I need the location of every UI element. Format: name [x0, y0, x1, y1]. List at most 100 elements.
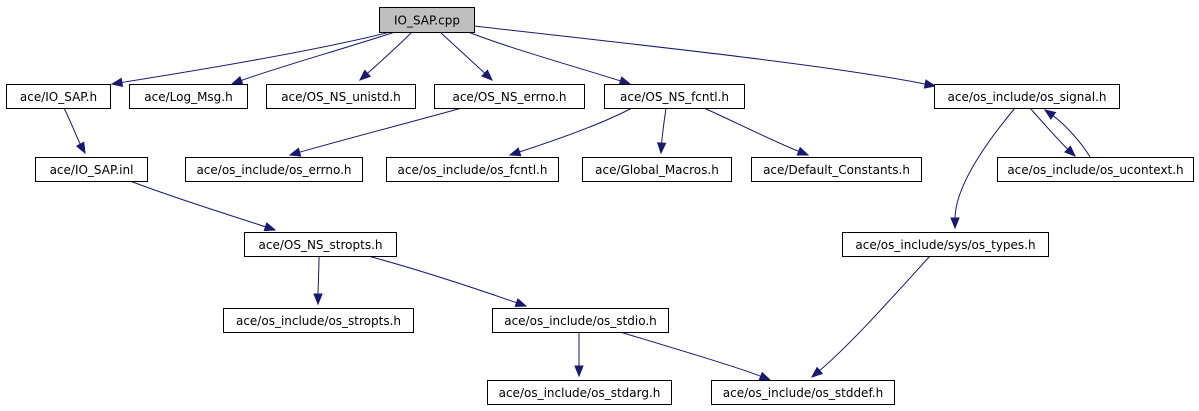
edge-line: [129, 180, 267, 228]
edge-line: [1052, 114, 1091, 158]
node-label: ace/OS_NS_errno.h: [452, 90, 566, 104]
edge-os_ucontext_h-to-os_signal_h: [1043, 109, 1091, 158]
edge-io_sap_cpp-to-os_ns_unistd_h: [358, 31, 413, 81]
edges-layer: [63, 25, 1091, 381]
node-os-ns-fcntl-h[interactable]: ace/OS_NS_fcntl.h: [604, 84, 745, 109]
arrowhead-icon: [313, 293, 323, 306]
edge-line: [439, 31, 486, 75]
edge-line: [1029, 107, 1069, 151]
node-label: ace/Global_Macros.h: [595, 163, 719, 177]
node-label: ace/os_include/os_signal.h: [948, 90, 1107, 104]
node-label: ace/IO_SAP.h: [20, 90, 97, 104]
arrowhead-icon: [923, 79, 937, 89]
node-os-stdio-h[interactable]: ace/os_include/os_stdio.h: [492, 308, 669, 333]
edge-os_signal_h-to-sys_os_types_h: [950, 107, 1016, 230]
node-os-ns-errno-h[interactable]: ace/OS_NS_errno.h: [434, 84, 585, 109]
edge-io_sap_inl-to-os_ns_stropts_h: [129, 180, 277, 232]
arrowhead-icon: [358, 69, 371, 81]
edge-line: [703, 107, 800, 153]
node-label: ace/os_include/os_stdarg.h: [499, 386, 661, 400]
node-default-constants-h[interactable]: ace/Default_Constants.h: [751, 157, 922, 182]
edge-io_sap_cpp-to-os_ns_fcntl_h: [467, 31, 632, 86]
node-label: ace/Log_Msg.h: [144, 90, 232, 104]
node-label: ace/os_include/os_stdio.h: [504, 314, 657, 328]
edge-line: [63, 107, 82, 146]
node-label: ace/os_include/os_errno.h: [196, 163, 351, 177]
node-box: [35, 157, 148, 182]
edge-io_sap_cpp-to-io_sap_h: [110, 31, 391, 88]
edge-line: [518, 107, 633, 153]
node-box: [379, 7, 475, 33]
nodes-layer: IO_SAP.cpp ace/IO_SAP.h ace/Log_Msg.h ace/O…: [6, 7, 1194, 405]
edge-os_stdio_h-to-os_stddef_h: [619, 331, 772, 381]
edge-os_ns_errno_h-to-os_errno_h: [288, 107, 463, 157]
edge-line: [367, 255, 518, 304]
node-label: ace/OS_NS_fcntl.h: [620, 90, 729, 104]
node-box: [434, 84, 585, 109]
arrowhead-icon: [1043, 109, 1057, 120]
node-os-stdarg-h[interactable]: ace/os_include/os_stdarg.h: [487, 380, 672, 405]
node-label: ace/IO_SAP.inl: [50, 163, 134, 177]
node-io-sap-cpp: IO_SAP.cpp: [379, 7, 475, 33]
node-box: [492, 308, 669, 333]
node-os-stropts-h[interactable]: ace/os_include/os_stropts.h: [223, 308, 414, 333]
node-io-sap-h[interactable]: ace/IO_SAP.h: [6, 84, 111, 109]
node-os-stddef-h[interactable]: ace/os_include/os_stddef.h: [711, 380, 895, 405]
edge-os_ns_fcntl_h-to-default_constants_h: [703, 107, 810, 156]
arrowhead-icon: [796, 146, 810, 156]
edge-line: [954, 107, 1016, 220]
edge-line: [317, 255, 320, 296]
edge-line: [240, 31, 396, 82]
node-os-fcntl-h[interactable]: ace/os_include/os_fcntl.h: [386, 157, 559, 182]
node-os-ns-unistd-h[interactable]: ace/OS_NS_unistd.h: [266, 84, 416, 109]
node-box: [223, 308, 414, 333]
edge-line: [473, 25, 927, 85]
arrowhead-icon: [574, 365, 584, 378]
node-os-ucontext-h[interactable]: ace/os_include/os_ucontext.h: [997, 157, 1194, 182]
arrowhead-icon: [230, 75, 244, 85]
node-box: [751, 157, 922, 182]
edge-io_sap_cpp-to-os_ns_errno_h: [439, 31, 493, 81]
arrowhead-icon: [110, 77, 124, 88]
node-label: ace/OS_NS_stropts.h: [259, 238, 383, 252]
arrowhead-icon: [758, 371, 772, 381]
node-box: [997, 157, 1194, 182]
arrowhead-icon: [263, 222, 277, 232]
arrowhead-icon: [75, 141, 86, 155]
arrowhead-icon: [481, 69, 493, 81]
edge-os_stdio_h-to-os_stdarg_h: [574, 332, 584, 378]
node-os-errno-h[interactable]: ace/os_include/os_errno.h: [185, 157, 363, 182]
node-log-msg-h[interactable]: ace/Log_Msg.h: [129, 84, 248, 109]
edge-os_signal_h-to-os_ucontext_h: [1029, 107, 1076, 157]
edge-sys_os_types_h-to-os_stddef_h: [810, 255, 931, 378]
edge-line: [298, 107, 463, 153]
node-label: ace/os_include/os_stddef.h: [723, 386, 883, 400]
node-box: [934, 84, 1120, 109]
node-sys-os-types-h[interactable]: ace/os_include/sys/os_types.h: [842, 232, 1049, 257]
arrowhead-icon: [288, 147, 302, 157]
arrowhead-icon: [508, 147, 522, 157]
node-label: ace/OS_NS_unistd.h: [281, 90, 401, 104]
arrowhead-icon: [1064, 145, 1076, 157]
node-label: ace/os_include/os_ucontext.h: [1007, 163, 1183, 177]
node-box: [244, 232, 397, 257]
edge-os_ns_fcntl_h-to-os_fcntl_h: [508, 107, 633, 157]
edge-line: [120, 31, 391, 84]
edge-line: [818, 255, 931, 372]
node-box: [185, 157, 363, 182]
node-io-sap-inl[interactable]: ace/IO_SAP.inl: [35, 157, 148, 182]
node-label: ace/Default_Constants.h: [763, 163, 910, 177]
edge-os_ns_fcntl_h-to-global_macros_h: [656, 107, 667, 155]
node-os-signal-h[interactable]: ace/os_include/os_signal.h: [934, 84, 1120, 109]
node-global-macros-h[interactable]: ace/Global_Macros.h: [582, 157, 732, 182]
edge-line: [366, 31, 413, 75]
node-box: [582, 157, 732, 182]
edge-io_sap_cpp-to-os_signal_h: [473, 25, 937, 89]
arrowhead-icon: [810, 366, 824, 378]
node-os-ns-stropts-h[interactable]: ace/OS_NS_stropts.h: [244, 232, 397, 257]
node-box: [604, 84, 745, 109]
arrowhead-icon: [656, 142, 667, 155]
edge-line: [661, 107, 667, 145]
node-label: ace/os_include/sys/os_types.h: [855, 238, 1035, 252]
node-box: [487, 380, 672, 405]
